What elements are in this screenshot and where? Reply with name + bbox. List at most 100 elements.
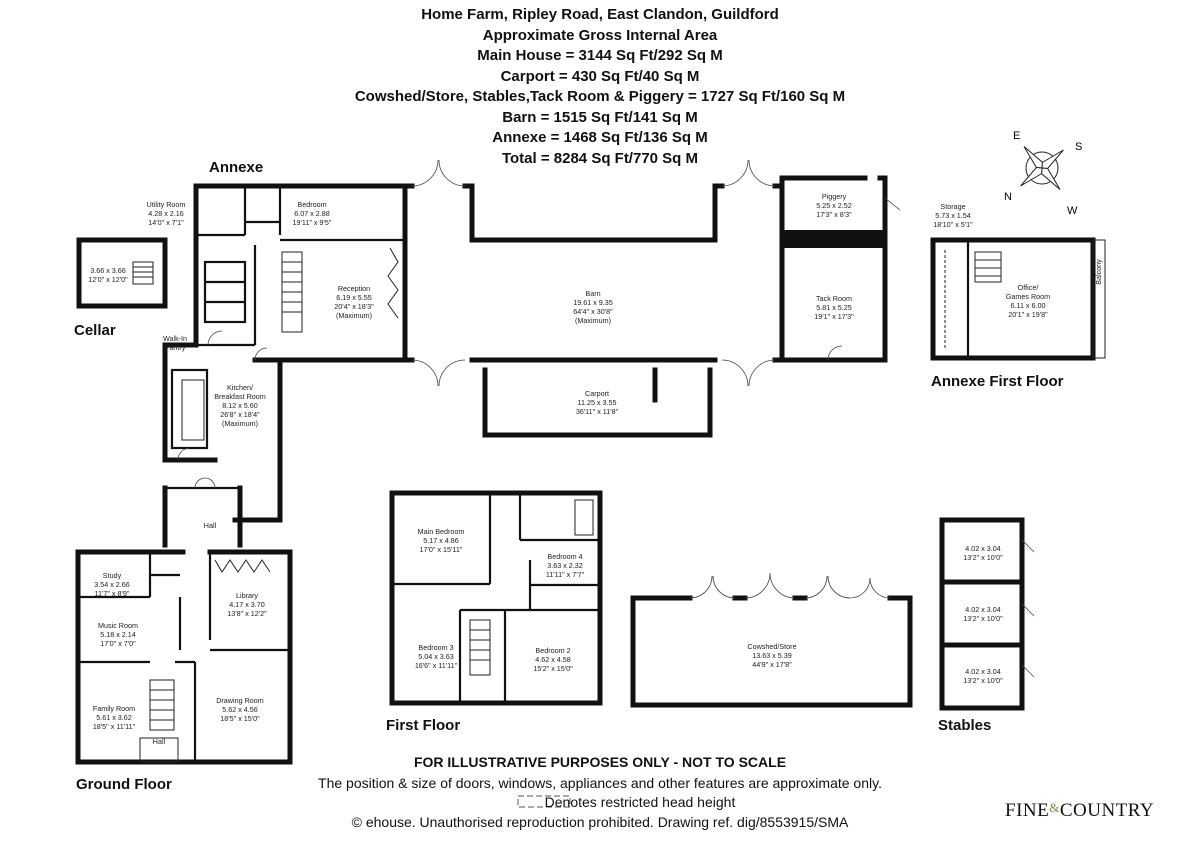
- compass-e: E: [1013, 130, 1020, 142]
- kitchen-label: Kitchen/: [227, 383, 253, 392]
- section-ground-floor: Ground Floor: [76, 776, 172, 793]
- carport-dims-imperial: 36'11" x 11'8": [576, 407, 619, 416]
- bedroom4-label: Bedroom 4: [547, 552, 582, 561]
- bedroom3-dims: 5.04 x 3.63: [418, 652, 454, 661]
- walkin-label: Walk-In: [163, 334, 187, 343]
- drawing-dims-imperial: 18'5" x 15'0": [220, 714, 260, 723]
- library-dims-imperial: 13'8" x 12'2": [227, 609, 267, 618]
- main-bedroom-dims-imperial: 17'0" x 15'11": [420, 545, 463, 554]
- cowshed-dims: 13.63 x 5.39: [752, 651, 792, 660]
- music-dims: 5.18 x 2.14: [100, 630, 136, 639]
- office-dims: 6.11 x 6.00: [1010, 301, 1045, 310]
- area-line: Carport = 430 Sq Ft/40 Sq M: [500, 67, 700, 85]
- cowshed-label: Cowshed/Store: [747, 642, 796, 651]
- area-line: Total = 8284 Sq Ft/770 Sq M: [501, 149, 699, 167]
- hall-upper-label: Hall: [204, 521, 217, 530]
- plan-header: Home Farm, Ripley Road, East Clandon, Gu…: [0, 5, 1200, 169]
- storage-dims: 5.73 x 1.54: [935, 211, 971, 220]
- family-label: Family Room: [93, 704, 135, 713]
- barn-dims-imperial: 64'4" x 30'8": [573, 307, 613, 316]
- stable2-dims-imperial: 13'2" x 10'0": [963, 614, 1003, 623]
- approximate-note: The position & size of doors, windows, a…: [318, 775, 882, 791]
- annexe-plan: Annexe Utility Room 4.28 x 2.16 14'0" x …: [147, 159, 408, 463]
- tack-dims: 5.81 x 5.25: [816, 303, 852, 312]
- legend-text: Denotes restricted head height: [544, 794, 736, 810]
- utility-dims: 4.28 x 2.16: [148, 209, 184, 218]
- logo-ampersand: &: [1049, 800, 1060, 815]
- barn-label: Barn: [585, 289, 600, 298]
- reception-dims: 6.19 x 5.55: [336, 293, 372, 302]
- barn-max: (Maximum): [575, 316, 611, 325]
- bedroom3-dims-imperial: 16'6" x 11'11": [415, 661, 458, 670]
- walkin-label-2: Pantry: [165, 343, 186, 352]
- storage-label: Storage: [940, 202, 965, 211]
- carport-plan: Carport 11.25 x 3.55 36'11" x 11'8": [482, 367, 713, 438]
- music-label: Music Room: [98, 621, 138, 630]
- kitchen-dims: 8.12 x 5.60: [222, 401, 258, 410]
- piggery-label: Piggery: [822, 192, 847, 201]
- stable2-dims: 4.02 x 3.04: [965, 605, 1001, 614]
- tack-dims-imperial: 19'1" x 17'3": [814, 312, 854, 321]
- kitchen-max: (Maximum): [222, 419, 258, 428]
- compass-n: N: [1004, 191, 1012, 203]
- stable3-dims: 4.02 x 3.04: [965, 667, 1001, 676]
- section-annexe-first-floor: Annexe First Floor: [931, 373, 1064, 390]
- first-floor-plan: Main Bedroom 5.17 x 4.86 17'0" x 15'11" …: [386, 490, 603, 734]
- reception-dims-imperial: 20'4" x 18'3": [334, 302, 374, 311]
- bedroom2-dims: 4.62 x 4.58: [535, 655, 571, 664]
- annexe-bedroom-dims: 6.07 x 2.88: [294, 209, 330, 218]
- cellar-dims: 3.66 x 3.66: [90, 266, 126, 275]
- cellar-plan: 3.66 x 3.66 12'0" x 12'0" Cellar: [74, 237, 168, 339]
- hall-lower-label: Hall: [153, 737, 166, 746]
- balcony-label: Balcony: [1094, 259, 1103, 285]
- disclaimer: FOR ILLUSTRATIVE PURPOSES ONLY - NOT TO …: [413, 754, 787, 770]
- cellar-dims-imperial: 12'0" x 12'0": [88, 275, 128, 284]
- stables-plan: 4.02 x 3.04 13'2" x 10'0" 4.02 x 3.04 13…: [938, 517, 1035, 734]
- annexe-first-floor-plan: Storage 5.73 x 1.54 18'10" x 5'1" Office…: [930, 202, 1106, 390]
- stable1-dims: 4.02 x 3.04: [965, 544, 1001, 553]
- section-stables: Stables: [938, 717, 991, 734]
- restricted-height-swatch: [517, 795, 571, 808]
- main-bedroom-label: Main Bedroom: [418, 527, 465, 536]
- reception-max: (Maximum): [336, 311, 372, 320]
- compass: E S N W: [1004, 130, 1082, 217]
- office-label: Office/: [1018, 283, 1039, 292]
- study-dims-imperial: 11'7" x 8'9": [95, 589, 130, 598]
- stable3-dims-imperial: 13'2" x 10'0": [963, 676, 1003, 685]
- family-dims: 5.61 x 3.62: [96, 713, 132, 722]
- reception-label: Reception: [338, 284, 370, 293]
- area-line: Barn = 1515 Sq Ft/141 Sq M: [502, 108, 698, 126]
- bedroom4-dims-imperial: 11'11" x 7'7": [546, 570, 585, 579]
- study-label: Study: [103, 571, 122, 580]
- piggery-dims-imperial: 17'3" x 8'3": [816, 210, 852, 219]
- tack-piggery-plan: Piggery 5.25 x 2.52 17'3" x 8'3" Tack Ro…: [779, 175, 901, 363]
- property-title: Home Farm, Ripley Road, East Clandon, Gu…: [421, 6, 779, 23]
- annexe-bedroom-label: Bedroom: [297, 200, 326, 209]
- barn-dims: 19.61 x 9.35: [573, 298, 613, 307]
- stable1-dims-imperial: 13'2" x 10'0": [963, 553, 1003, 562]
- piggery-dims: 5.25 x 2.52: [816, 201, 852, 210]
- kitchen-label-2: Breakfast Room: [214, 392, 266, 401]
- area-subtitle: Approximate Gross Internal Area: [482, 26, 718, 44]
- fine-country-logo: FINE&COUNTRY: [1005, 800, 1154, 822]
- section-annexe: Annexe: [209, 159, 263, 176]
- bedroom2-dims-imperial: 15'2" x 15'0": [533, 664, 573, 673]
- section-cellar: Cellar: [74, 322, 116, 339]
- office-label-2: Games Room: [1006, 292, 1050, 301]
- section-first-floor: First Floor: [386, 717, 460, 734]
- barn-plan: Barn 19.61 x 9.35 64'4" x 30'8" (Maximum…: [402, 159, 785, 387]
- library-dims: 4.17 x 3.70: [229, 600, 265, 609]
- copyright: © ehouse. Unauthorised reproduction proh…: [351, 814, 849, 830]
- logo-word-country: COUNTRY: [1059, 800, 1155, 821]
- bedroom3-label: Bedroom 3: [418, 643, 453, 652]
- carport-label: Carport: [585, 389, 609, 398]
- kitchen-dims-imperial: 26'8" x 18'4": [220, 410, 260, 419]
- main-bedroom-dims: 5.17 x 4.86: [423, 536, 459, 545]
- area-line: Annexe = 1468 Sq Ft/136 Sq M: [492, 129, 708, 146]
- library-label: Library: [236, 591, 258, 600]
- utility-label: Utility Room: [147, 200, 186, 209]
- annexe-bedroom-dims-imperial: 19'11" x 9'5": [293, 218, 332, 227]
- ground-floor-plan: Study 3.54 x 2.66 11'7" x 8'9" Music Roo…: [75, 549, 293, 793]
- drawing-dims: 5.62 x 4.56: [222, 705, 258, 714]
